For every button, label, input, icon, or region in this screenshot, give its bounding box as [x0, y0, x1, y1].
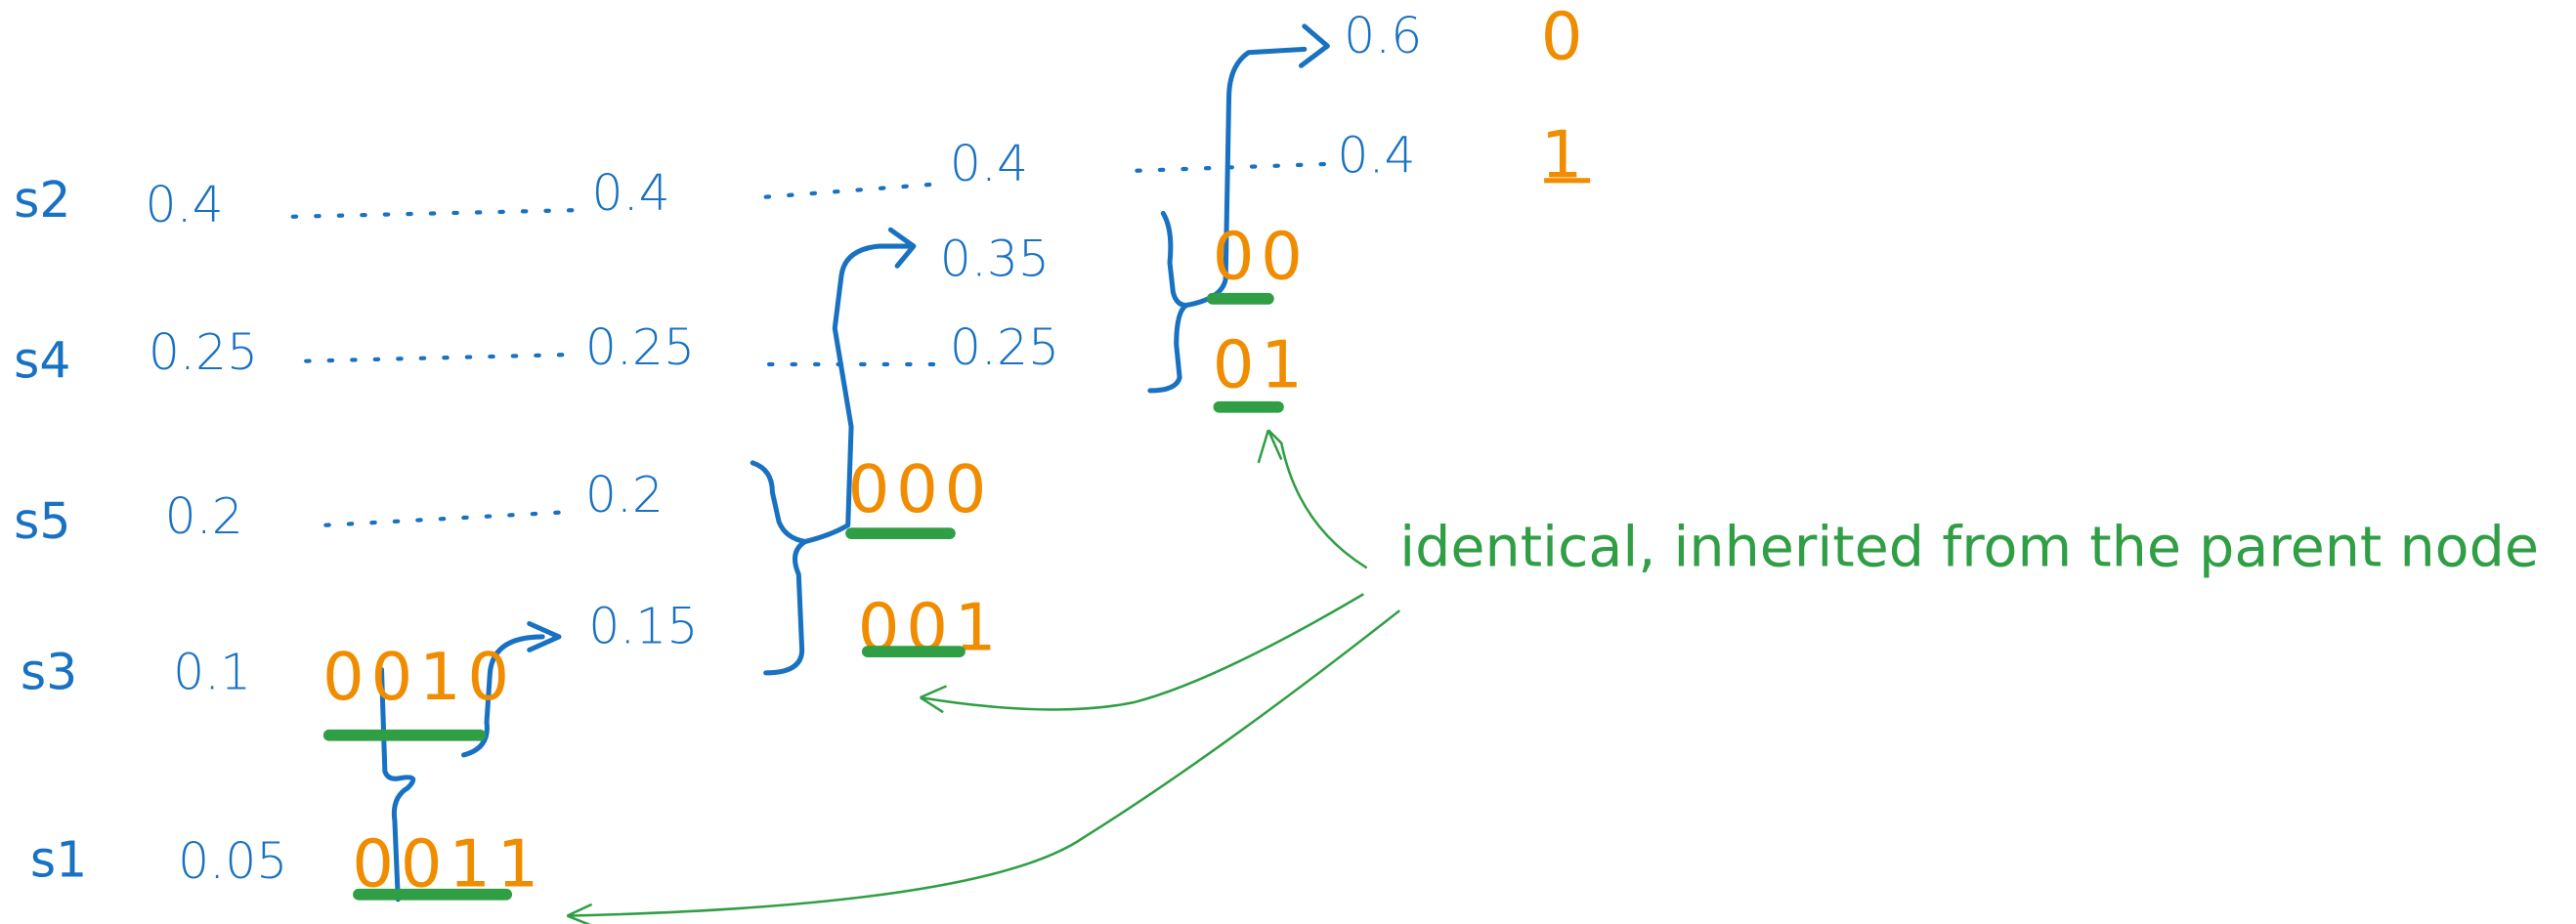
merge-arrow-06	[1183, 23, 1330, 309]
annotation-arrow	[919, 593, 1364, 714]
symbol-label-s4: s4	[14, 331, 70, 389]
annotation-arrow	[566, 609, 1401, 924]
dotted-link	[323, 510, 570, 527]
code-s3: 0010	[322, 639, 516, 715]
merge-arrow-035	[802, 227, 917, 545]
merge-brace-035-025	[1147, 210, 1189, 394]
merge-brace-s5-015	[750, 460, 808, 676]
code-node-06: 0	[1541, 0, 1589, 74]
prob-s4-col3: 0.25	[950, 318, 1059, 376]
prob-s5-col1: 0.2	[165, 487, 243, 545]
symbol-label-s1: s1	[30, 830, 87, 888]
dotted-link	[304, 352, 578, 363]
annotation-text: identical, inherited from the parent nod…	[1399, 516, 2539, 580]
prob-merged-035: 0.35	[940, 230, 1050, 287]
annotation-arrow	[1257, 429, 1368, 569]
dotted-link	[1135, 161, 1327, 173]
prob-s3-col1: 0.1	[173, 644, 251, 701]
prob-merged-06: 0.6	[1344, 7, 1422, 64]
code-s4: 01	[1213, 327, 1309, 403]
dotted-link	[290, 207, 581, 219]
code-s5: 000	[848, 451, 993, 527]
dotted-link	[763, 182, 942, 199]
merge-arrow-015	[460, 620, 562, 758]
symbol-label-s5: s5	[14, 492, 70, 550]
prob-s2-col1: 0.4	[146, 176, 224, 233]
merge-line-s1-s3	[378, 667, 416, 903]
prob-s2-col4: 0.4	[1337, 126, 1415, 184]
prob-s2-col2: 0.4	[592, 164, 670, 222]
prob-s4-col2: 0.25	[585, 318, 695, 376]
symbol-label-s2: s2	[14, 171, 70, 229]
code-node-035: 00	[1213, 219, 1309, 295]
prob-s5-col2: 0.2	[585, 466, 664, 524]
prob-s4-col1: 0.25	[149, 323, 258, 381]
symbol-label-s3: s3	[21, 644, 77, 701]
prob-merged-015: 0.15	[588, 598, 698, 655]
prob-s1-col1: 0.05	[178, 832, 287, 890]
prob-s2-col3: 0.4	[950, 135, 1028, 192]
